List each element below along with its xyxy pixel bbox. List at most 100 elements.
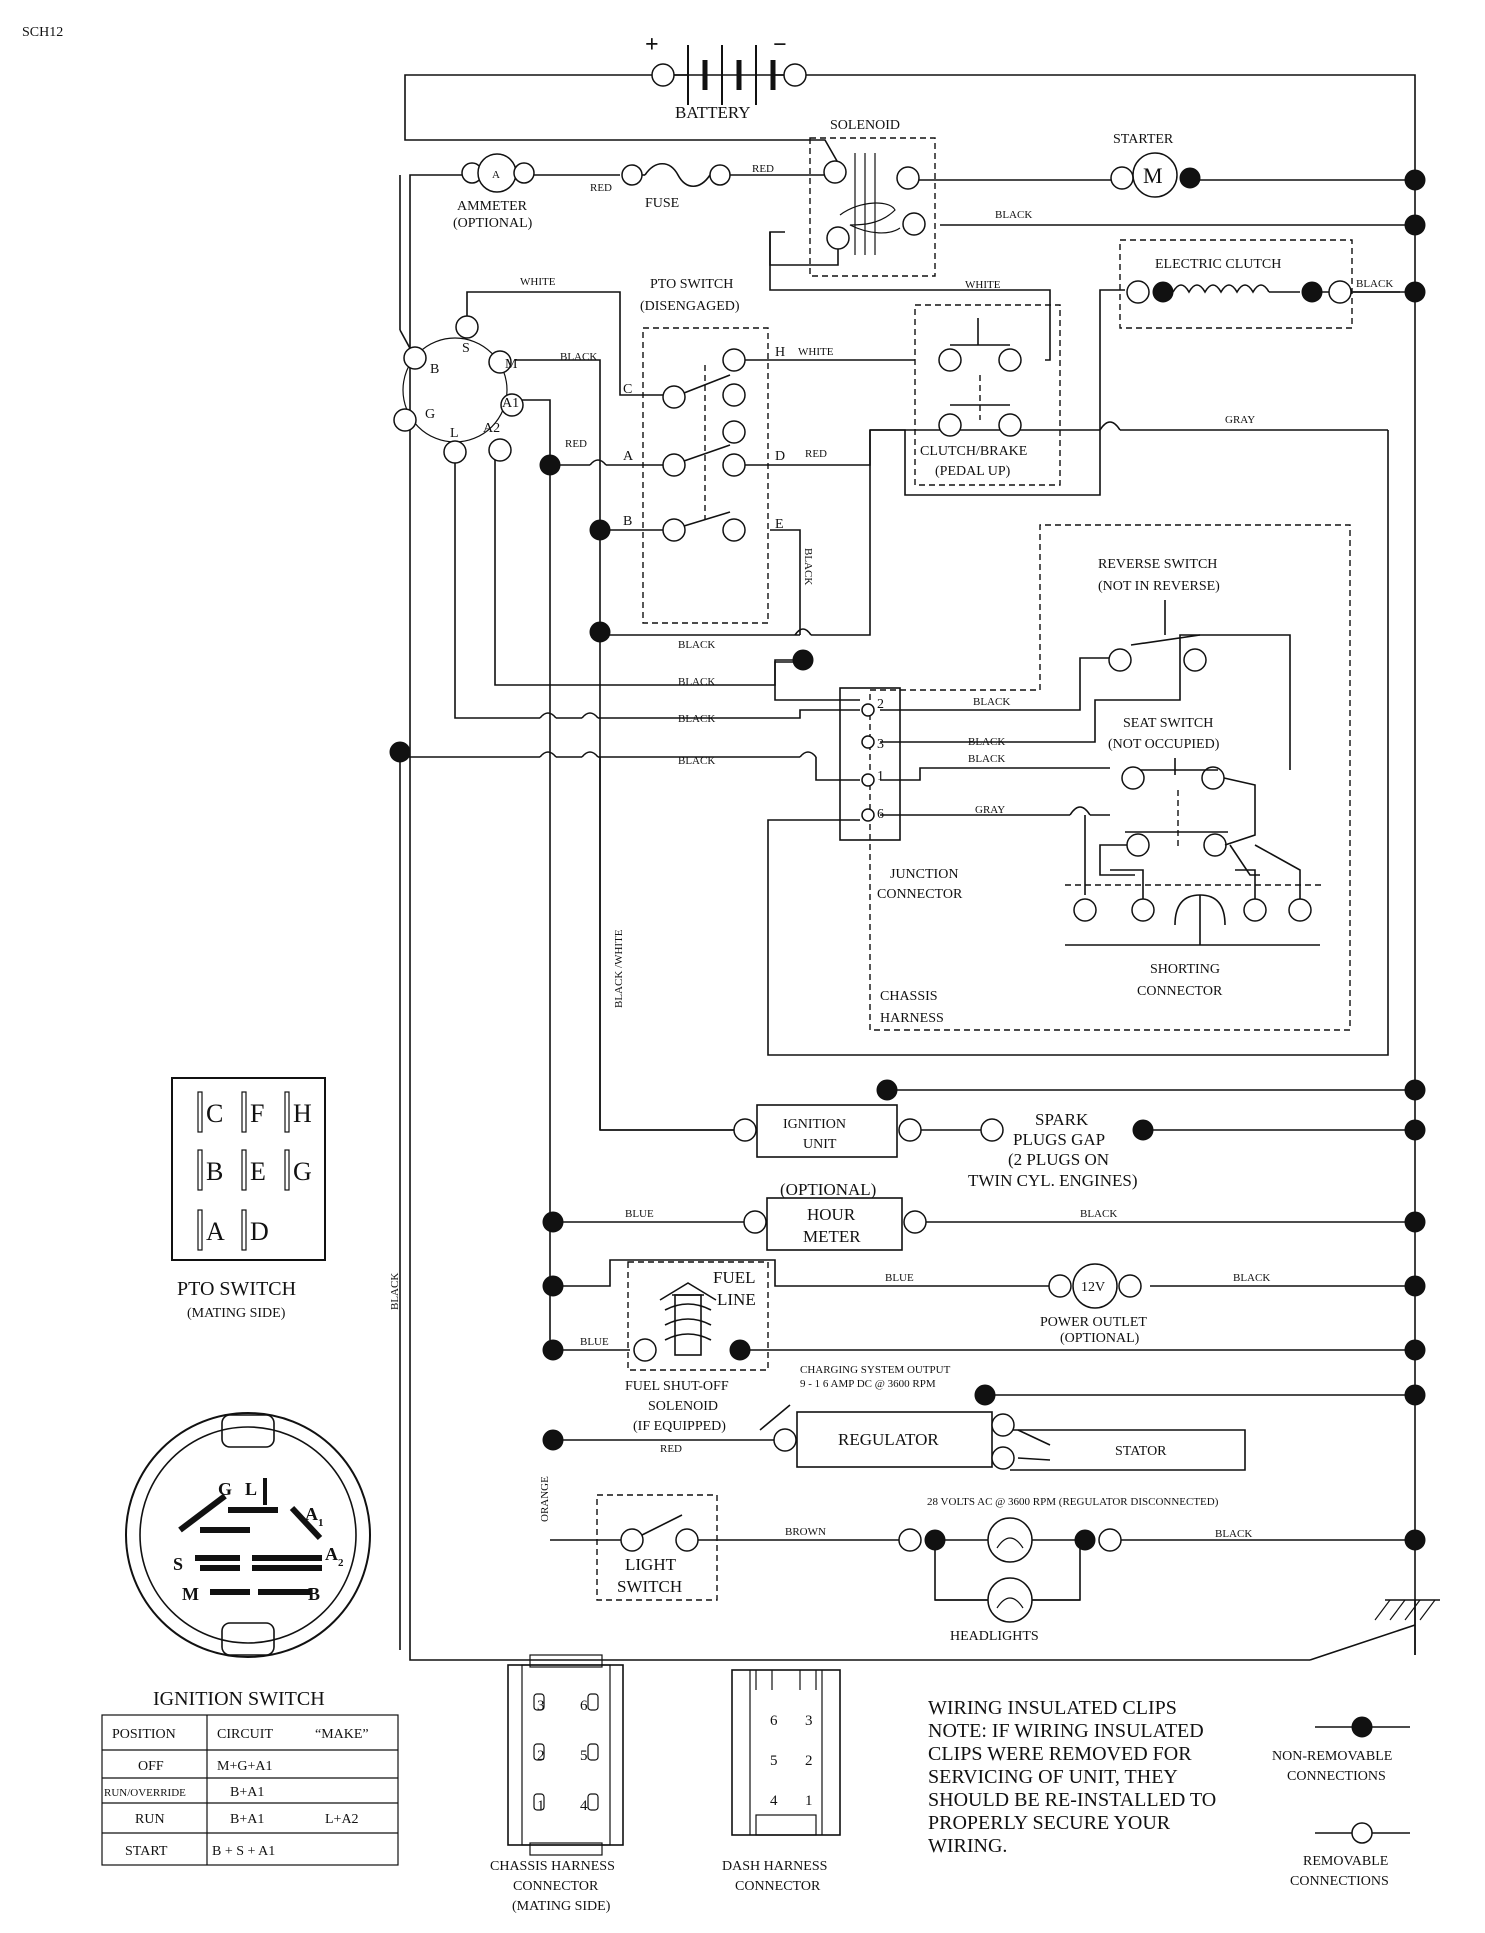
ignition-face-b: B <box>308 1584 320 1604</box>
ign-table-row-2-circuit: B+A1 <box>230 1785 264 1800</box>
chassis-harness-connector: 3 6 2 5 1 4 CHASSIS HARNESS CONNECTOR (M… <box>490 1654 624 1914</box>
chassis-connector-title-1: CHASSIS HARNESS <box>490 1859 615 1874</box>
fuel-sol-label-1: FUEL SHUT-OFF <box>625 1379 729 1394</box>
ign-table-row-3-make: L+A2 <box>325 1812 359 1827</box>
dash-pin-4: 4 <box>770 1793 778 1809</box>
wire-label-white-h: WHITE <box>798 346 834 358</box>
reverse-switch: REVERSE SWITCH (NOT IN REVERSE) <box>1098 557 1220 672</box>
wire-label-gray-top: GRAY <box>1225 414 1255 426</box>
rail-dot <box>1404 1339 1426 1361</box>
light-switch-label-2: SWITCH <box>617 1577 682 1596</box>
wire-label-red-d: RED <box>805 448 827 460</box>
ign-table-row-2-position: RUN/OVERRIDE <box>104 1787 186 1799</box>
pto-term-e: E <box>775 517 784 532</box>
dash-connector-title-1: DASH HARNESS <box>722 1859 827 1874</box>
legend-removable-1: REMOVABLE <box>1303 1854 1388 1869</box>
note-line-5: SHOULD BE RE-INSTALLED TO <box>928 1789 1216 1811</box>
battery-plus: + <box>645 32 659 58</box>
chassis-pin-1: 1 <box>537 1798 545 1814</box>
junction-dot <box>974 1384 996 1406</box>
spark-label-3: (2 PLUGS ON <box>1008 1150 1109 1169</box>
chassis-pin-5: 5 <box>580 1748 588 1764</box>
ignition-face-a1-sub: 1 <box>318 1517 324 1529</box>
wire-label-blue-po: BLUE <box>885 1272 914 1284</box>
pto-switch: PTO SWITCH (DISENGAGED) C H A D B E <box>623 277 785 624</box>
pto-switch-label: PTO SWITCH <box>650 277 733 292</box>
junction-dot <box>539 454 561 476</box>
wire-label-black-j1: BLACK <box>968 753 1005 765</box>
regulator: CHARGING SYSTEM OUTPUT 9 - 1 6 AMP DC @ … <box>759 1364 1219 1508</box>
junction-dot <box>542 1429 564 1451</box>
shorting-label-2: CONNECTOR <box>1137 984 1223 999</box>
dash-connector-title-2: CONNECTOR <box>735 1879 821 1894</box>
wiring-note: WIRING INSULATED CLIPS NOTE: IF WIRING I… <box>928 1697 1216 1857</box>
note-line-2: NOTE: IF WIRING INSULATED <box>928 1720 1204 1742</box>
ignition-terminals: S B M A1 G L A2 <box>393 315 524 464</box>
wire-label-black-clutch: BLACK <box>1356 278 1393 290</box>
ign-table-row-3-circuit: B+A1 <box>230 1812 264 1827</box>
rail-dot <box>1404 1384 1426 1406</box>
legend: NON-REMOVABLE CONNECTIONS REMOVABLE CONN… <box>1272 1716 1410 1889</box>
ign-table-row-4-circuit: B + S + A1 <box>212 1844 275 1859</box>
chassis-connector-title-2: CONNECTOR <box>513 1879 599 1894</box>
junction-pin-6: 6 <box>877 807 884 822</box>
wire-label-black-4: BLACK <box>678 755 715 767</box>
pto-term-b: B <box>623 514 632 529</box>
seat-switch-state: (NOT OCCUPIED) <box>1108 737 1220 752</box>
ign-term-a1: A1 <box>502 396 519 411</box>
dash-pin-5: 5 <box>770 1753 778 1769</box>
pto-mating-row-1: C F H <box>197 1091 312 1133</box>
wire-label-blue-fs: BLUE <box>580 1336 609 1348</box>
note-line-7: WIRING. <box>928 1835 1007 1857</box>
dash-pin-3: 3 <box>805 1713 813 1729</box>
chassis-pin-2: 2 <box>537 1748 545 1764</box>
pto-mating-h: H <box>293 1099 312 1128</box>
dash-pin-6: 6 <box>770 1713 778 1729</box>
wire-label-black-1: BLACK <box>678 639 715 651</box>
fuel-shutoff-solenoid: FUEL LINE FUEL SHUT-OFF SOLENOID (IF EQU… <box>625 1261 769 1434</box>
ignition-face-a2: A <box>325 1544 338 1564</box>
note-line-6: PROPERLY SECURE YOUR <box>928 1812 1171 1834</box>
junction-label-1: JUNCTION <box>890 867 958 882</box>
chassis-harness-label-1: CHASSIS <box>880 989 938 1004</box>
battery: + − BATTERY <box>645 32 807 122</box>
wire-label-black-j3: BLACK <box>968 736 1005 748</box>
chassis-harness-label-2: HARNESS <box>880 1011 944 1026</box>
ignition-face-a1: A <box>305 1504 318 1524</box>
ignition-face-l: L <box>245 1479 257 1499</box>
ignition-face-s: S <box>173 1554 183 1574</box>
reverse-switch-state: (NOT IN REVERSE) <box>1098 579 1220 594</box>
rail-dot <box>1404 214 1426 236</box>
junction-dot <box>589 621 611 643</box>
wire-label-red-1: RED <box>590 182 612 194</box>
spark-label-4: TWIN CYL. ENGINES) <box>968 1171 1138 1190</box>
ign-table-header-position: POSITION <box>112 1727 176 1742</box>
chassis-pin-3: 3 <box>537 1698 545 1714</box>
dash-harness-connector: 6 3 5 2 4 1 DASH HARNESS CONNECTOR <box>722 1669 841 1894</box>
note-line-4: SERVICING OF UNIT, THEY <box>928 1766 1178 1788</box>
ign-term-g: G <box>425 407 435 422</box>
ignition-switch-title: IGNITION SWITCH <box>153 1688 325 1710</box>
ignition-unit-label-2: UNIT <box>803 1137 837 1152</box>
pto-mating-d: D <box>250 1217 269 1246</box>
junction-dot <box>876 1079 898 1101</box>
wire-label-black-j2: BLACK <box>973 696 1010 708</box>
ignition-switch-table: POSITION CIRCUIT “MAKE” OFF M+G+A1 RUN/O… <box>101 1714 399 1866</box>
hour-meter-optional: (OPTIONAL) <box>780 1180 876 1199</box>
ammeter-label: AMMETER <box>457 199 528 214</box>
pto-mating-c: C <box>206 1099 223 1128</box>
clutch-brake-switch: CLUTCH/BRAKE (PEDAL UP) <box>914 304 1061 486</box>
shorting-connector: SHORTING CONNECTOR <box>1065 815 1325 999</box>
wire-label-red-a1: RED <box>565 438 587 450</box>
light-switch-label-1: LIGHT <box>625 1555 677 1574</box>
ammeter-optional: (OPTIONAL) <box>453 216 533 231</box>
chassis-pin-4: 4 <box>580 1798 588 1814</box>
junction-dot <box>542 1211 564 1233</box>
seat-switch: SEAT SWITCH (NOT OCCUPIED) <box>1099 716 1260 876</box>
ignition-face-g: G <box>218 1479 232 1499</box>
chassis-pin-6: 6 <box>580 1698 588 1714</box>
pto-mating-e: E <box>250 1157 266 1186</box>
junction-label-2: CONNECTOR <box>877 887 963 902</box>
legend-removable-2: CONNECTIONS <box>1290 1874 1389 1889</box>
